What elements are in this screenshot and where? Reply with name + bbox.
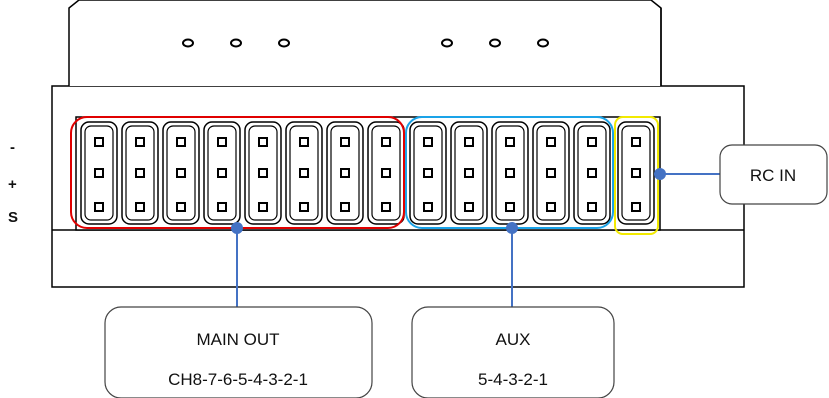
servo-connectors: [80, 121, 655, 225]
pin: [381, 168, 391, 178]
aux-channels: 5-4-3-2-1: [478, 370, 548, 389]
pin: [176, 202, 186, 212]
pin: [423, 168, 433, 178]
main-out-connector: [244, 121, 282, 225]
main-out-connector: [285, 121, 323, 225]
pin: [505, 137, 515, 147]
aux-callout: AUX 5-4-3-2-1: [411, 306, 615, 398]
main-out-connector: [203, 121, 241, 225]
pin: [176, 168, 186, 178]
pin: [94, 202, 104, 212]
pin: [631, 137, 641, 147]
main-out-channels: CH8-7-6-5-4-3-2-1: [168, 370, 308, 389]
pin: [135, 168, 145, 178]
pin: [587, 137, 597, 147]
aux-title: AUX: [496, 330, 531, 349]
pin: [340, 168, 350, 178]
pin: [217, 168, 227, 178]
aux-connector: [491, 121, 529, 225]
aux-connector: [573, 121, 611, 225]
aux-connector: [532, 121, 570, 225]
main-out-connector: [367, 121, 405, 225]
pin: [217, 137, 227, 147]
pin: [505, 168, 515, 178]
main-out-connector: [162, 121, 200, 225]
rc-in-leader-dot: [654, 168, 666, 180]
vent-holes: [182, 38, 549, 48]
pin: [546, 137, 556, 147]
pin: [423, 137, 433, 147]
main-out-connector: [326, 121, 364, 225]
pin: [340, 137, 350, 147]
pin-label-negative: -: [10, 139, 15, 156]
pin: [631, 202, 641, 212]
leader-lines: [231, 168, 720, 307]
pin: [135, 137, 145, 147]
aux-connector: [409, 121, 447, 225]
pin: [258, 137, 268, 147]
pin: [464, 168, 474, 178]
pin-label-positive: +: [8, 176, 17, 193]
main-out-connector: [80, 121, 118, 225]
pin: [340, 202, 350, 212]
pin: [505, 202, 515, 212]
main-out-callout: MAIN OUT CH8-7-6-5-4-3-2-1: [104, 306, 373, 398]
aux-leader-dot: [506, 222, 518, 234]
pin: [546, 202, 556, 212]
pin: [423, 202, 433, 212]
rc-in-title: RC IN: [750, 166, 796, 185]
main-out-leader-dot: [231, 222, 243, 234]
pin: [587, 202, 597, 212]
pin: [217, 202, 227, 212]
pin: [381, 202, 391, 212]
rc-in-callout: RC IN: [719, 144, 828, 205]
pin: [94, 137, 104, 147]
pin: [135, 202, 145, 212]
pin: [176, 137, 186, 147]
pin: [631, 168, 641, 178]
rc-in-connector: [617, 121, 655, 225]
pin-label-signal: S: [8, 209, 18, 226]
main-out-connector: [121, 121, 159, 225]
pin: [381, 137, 391, 147]
aux-connector: [450, 121, 488, 225]
main-out-title: MAIN OUT: [196, 330, 279, 349]
pin: [546, 168, 556, 178]
pin: [299, 202, 309, 212]
pin: [299, 137, 309, 147]
pin: [464, 137, 474, 147]
pin: [464, 202, 474, 212]
pin: [258, 168, 268, 178]
pin: [299, 168, 309, 178]
pin: [258, 202, 268, 212]
pin: [94, 168, 104, 178]
pin: [587, 168, 597, 178]
